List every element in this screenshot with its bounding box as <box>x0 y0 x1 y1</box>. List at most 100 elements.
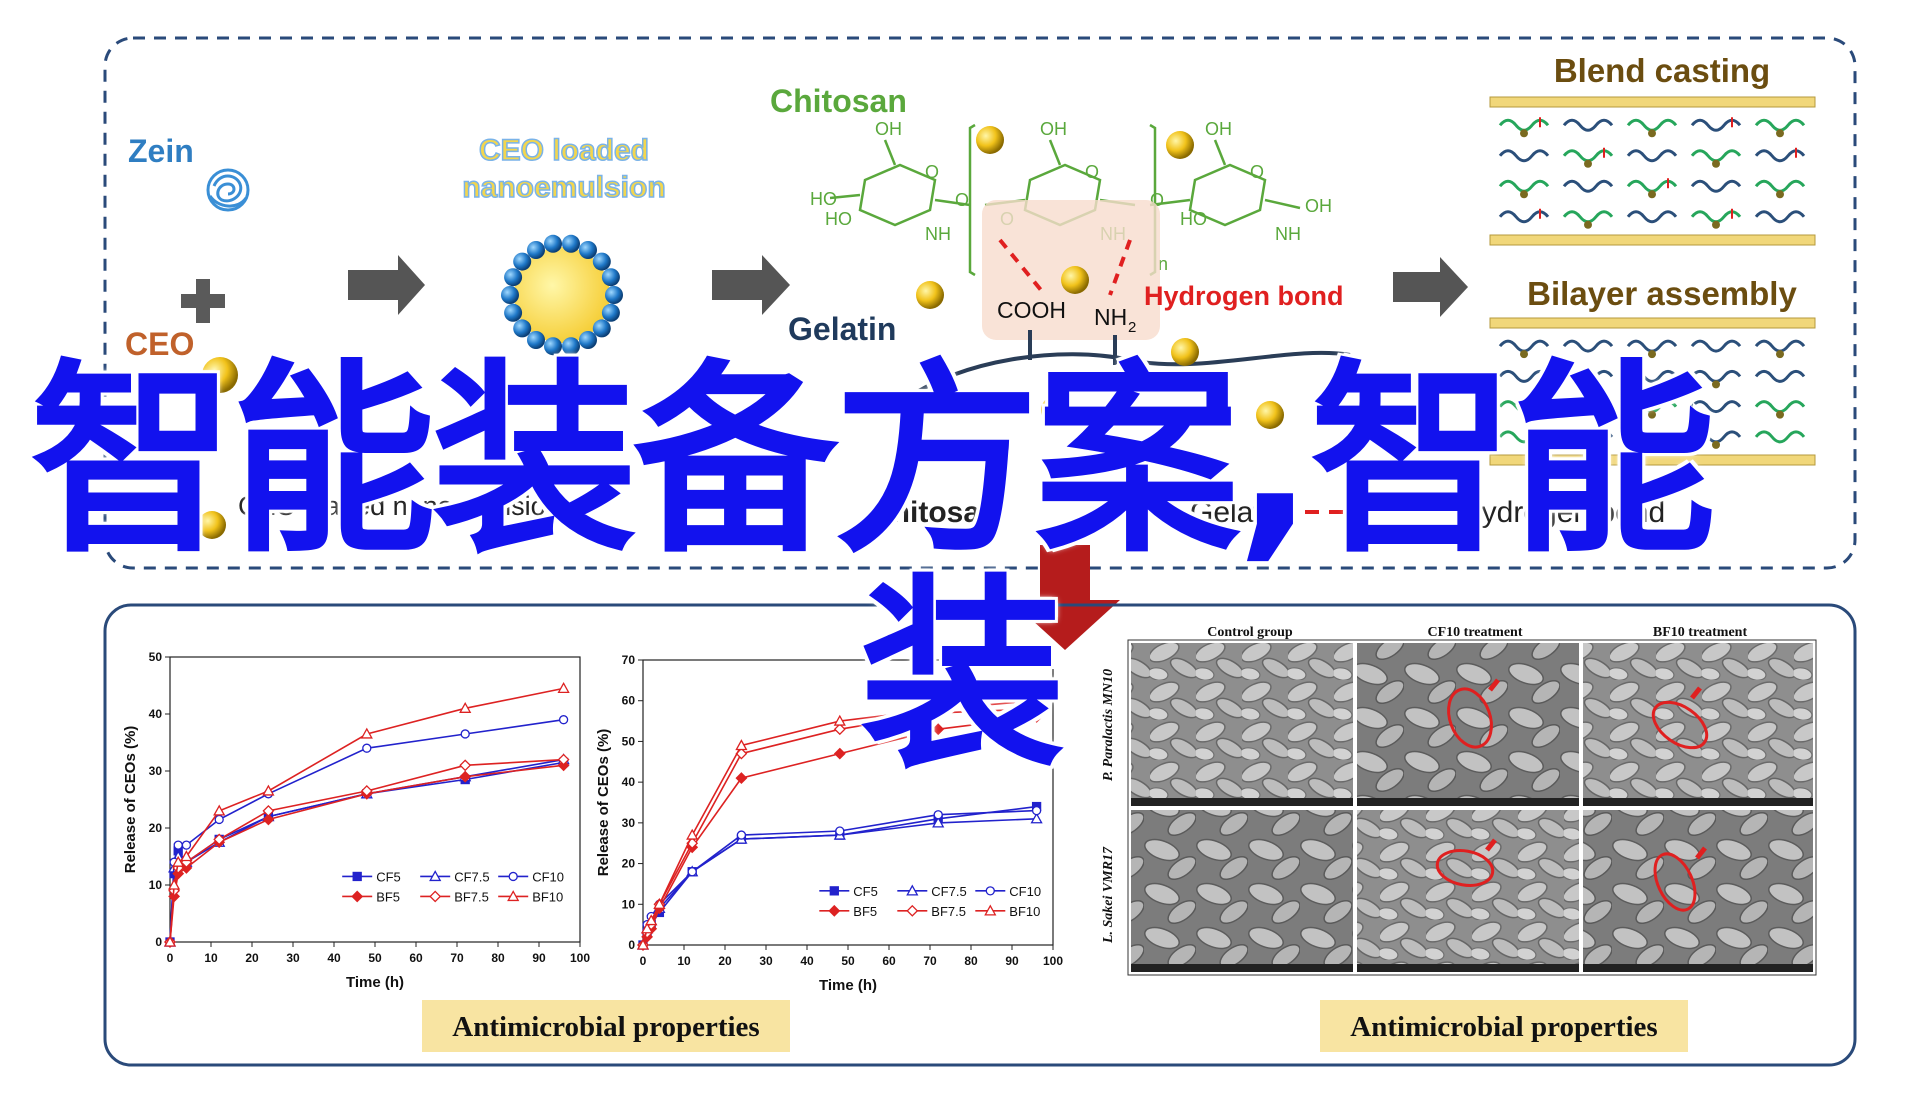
zein-icon <box>206 168 250 212</box>
emulsifier-bead <box>592 252 611 271</box>
data-point <box>172 855 185 867</box>
data-point <box>167 878 181 890</box>
x-tick-label: 40 <box>327 951 341 965</box>
film-bar <box>1489 96 1816 108</box>
emulsifier-bead <box>544 234 562 253</box>
emulsifier-bead <box>601 303 620 322</box>
data-point <box>262 804 275 817</box>
polymer-chain <box>1690 400 1742 414</box>
x-tick-label: 60 <box>882 954 896 968</box>
ceo-droplet <box>1584 159 1592 168</box>
data-point <box>508 871 518 882</box>
polymer-chain <box>1690 339 1742 353</box>
y-tick-label: 10 <box>622 897 636 911</box>
damage-marker <box>1651 700 1709 750</box>
arrow-right-icon <box>1393 257 1468 317</box>
ceo-droplet <box>1520 350 1528 359</box>
emulsifier-bead <box>501 286 519 304</box>
legend-label: BF7.5 <box>454 889 489 904</box>
data-point <box>557 682 570 693</box>
polymer-chain <box>1562 339 1614 353</box>
polymer-chain <box>1690 369 1742 383</box>
arrow-down-icon <box>1010 545 1120 650</box>
y-tick-label: 20 <box>149 821 163 835</box>
y-tick-label: 50 <box>149 650 163 664</box>
emulsifier-bead <box>527 331 545 349</box>
emulsifier-bead <box>504 303 523 322</box>
arrow-right-icon <box>712 255 790 315</box>
data-point <box>653 897 666 909</box>
pointer-arrow-icon <box>1485 838 1497 852</box>
ceo-droplet <box>1520 190 1528 199</box>
data-point <box>735 739 748 751</box>
polymer-chain <box>1690 149 1742 163</box>
legend-item: CEO loaded nanoemulsion <box>238 491 561 521</box>
polymer-chain <box>1754 369 1806 383</box>
data-point <box>173 840 183 850</box>
x-axis-label: Time (h) <box>346 974 404 991</box>
y-tick-label: 0 <box>155 935 162 949</box>
emulsifier-bead <box>513 319 532 338</box>
data-point <box>829 886 839 896</box>
emulsifier-bead <box>504 268 523 287</box>
data-point <box>213 804 226 816</box>
legend-label: CF5 <box>853 884 878 899</box>
y-tick-label: 70 <box>622 653 636 667</box>
legend-label: CF10 <box>1009 884 1041 899</box>
legend-label: CF5 <box>376 869 401 884</box>
sem-column-header: Control group <box>1207 625 1293 640</box>
x-tick-label: 0 <box>640 954 647 968</box>
nh2-subscript: 2 <box>1128 319 1136 336</box>
data-point <box>352 871 362 882</box>
film-bar <box>1489 317 1816 329</box>
ceo-droplet <box>1648 129 1656 138</box>
data-point <box>429 870 442 882</box>
hbond-dash <box>998 238 1047 297</box>
svg-text:HO: HO <box>810 189 837 209</box>
x-tick-label: 10 <box>677 954 691 968</box>
data-point <box>1030 711 1043 723</box>
plus-icon <box>181 279 225 323</box>
data-point <box>1030 812 1043 824</box>
data-point <box>459 770 472 783</box>
emulsifier-bead <box>579 241 597 259</box>
x-tick-label: 20 <box>245 951 259 965</box>
polymer-chain <box>1626 430 1678 444</box>
svg-text:O: O <box>955 190 969 210</box>
sem-image <box>1131 643 1353 806</box>
polymer-chain <box>1754 339 1806 353</box>
emulsifier-bead <box>562 337 580 356</box>
gelatin-label: Gelatin <box>788 311 896 347</box>
legend-label: BF10 <box>1009 904 1040 919</box>
svg-text:O: O <box>1250 162 1264 182</box>
data-point <box>558 715 569 725</box>
film-bar <box>1489 234 1816 246</box>
hydrogen-bond-label: Hydrogen bond <box>1144 281 1343 311</box>
data-point <box>906 904 919 917</box>
polymer-chain <box>1562 210 1614 224</box>
caption-box-left <box>422 1000 790 1052</box>
polymer-chain <box>1690 430 1742 444</box>
plot-frame <box>642 659 1054 946</box>
data-point <box>833 723 846 736</box>
y-tick-label: 60 <box>622 694 636 708</box>
data-point <box>507 890 520 902</box>
legend-label: CF7.5 <box>454 869 489 884</box>
polymer-chain <box>1498 339 1550 353</box>
data-point <box>1030 694 1043 706</box>
data-point <box>459 759 472 772</box>
repeat-n-label: n <box>1158 254 1168 274</box>
x-tick-label: 40 <box>800 954 814 968</box>
svg-text:O: O <box>1085 162 1099 182</box>
ceo-droplet <box>1648 410 1656 419</box>
data-point <box>828 904 841 917</box>
ceo-droplet <box>1712 440 1720 449</box>
x-tick-label: 70 <box>450 951 464 965</box>
sem-column-header: CF10 treatment <box>1428 625 1523 640</box>
ceo-droplet <box>1584 440 1592 449</box>
polymer-chain <box>1626 339 1678 353</box>
pointer-arrow-icon <box>1695 846 1707 860</box>
arrow-right-icon <box>348 255 425 315</box>
polymer-chain <box>1498 430 1550 444</box>
